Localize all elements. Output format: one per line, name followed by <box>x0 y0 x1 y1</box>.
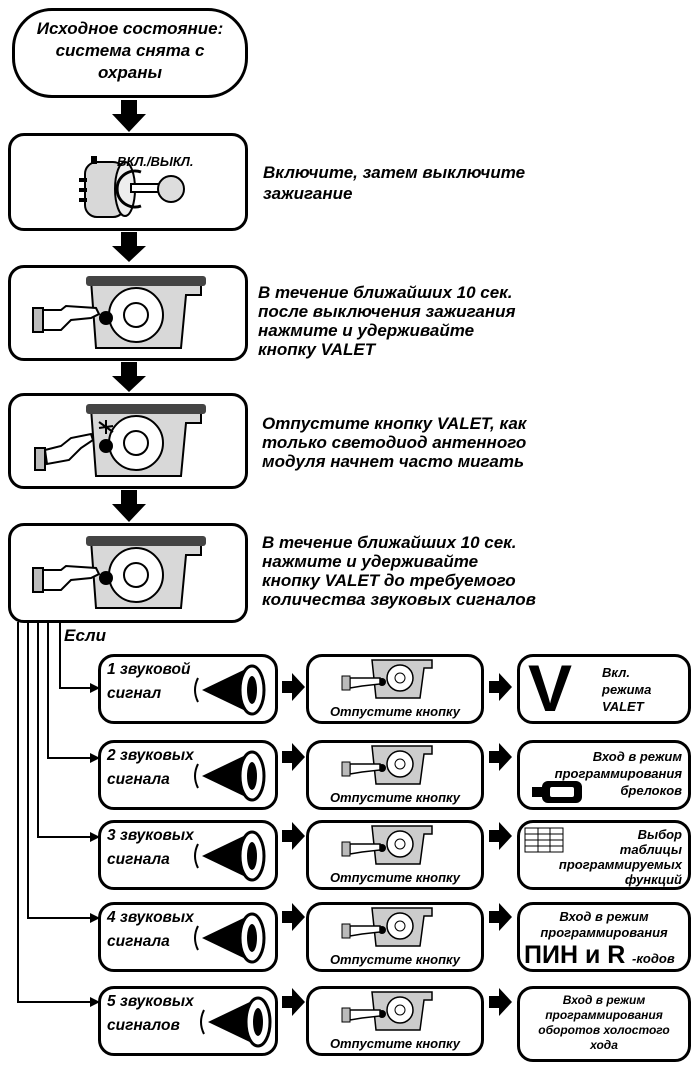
right-arrow <box>282 673 512 1016</box>
step4-text-line-3: кнопку VALET до требуемого <box>262 571 516 590</box>
signal-count-label: 1 звуковой <box>107 661 191 678</box>
result-line: режима <box>602 682 652 697</box>
release-box-4 <box>306 902 484 972</box>
result-box-5: Вход в режим программирования оборотов х… <box>517 986 691 1062</box>
antenna-module-mini-icon <box>341 659 433 699</box>
antenna-module-press-icon <box>32 536 206 609</box>
step2-text-line-3: нажмите и удерживайте <box>258 321 475 340</box>
signal-count-label: 4 звуковых <box>107 909 194 926</box>
result-line: Вкл. <box>602 665 630 680</box>
result-box-1: V Вкл. режима VALET <box>517 651 691 725</box>
step2-text-line-1: В течение ближайших 10 сек. <box>258 283 513 302</box>
result-line: Вход в режим <box>562 993 646 1007</box>
step4-text-line-1: В течение ближайших 10 сек. <box>262 533 517 552</box>
ignition-key-label: ВКЛ./ВЫКЛ. <box>117 154 194 169</box>
signal-word-label: сигнал <box>107 685 162 702</box>
release-button-label: Отпустите кнопку <box>329 704 461 719</box>
signal-word-label: сигналов <box>107 1017 180 1034</box>
if-label: Если <box>64 626 106 645</box>
step3-text-line-2: только светодиод антенного <box>262 433 527 452</box>
result-line: Выбор <box>637 827 682 842</box>
step4-text-line-2: нажмите и удерживайте <box>262 552 479 571</box>
antenna-module-led-blink-icon <box>34 404 206 477</box>
pin-r-big-label: ПИН и R <box>524 941 626 969</box>
ignition-step-box: ВКЛ./ВЫКЛ. <box>8 133 248 231</box>
result-box-4: Вход в режим программирования ПИН и R -к… <box>517 902 691 972</box>
signal-count-label: 5 звуковых <box>107 993 194 1010</box>
release-valet-step-box <box>8 393 248 489</box>
function-table-icon <box>524 827 564 853</box>
signal-count-label: 3 звуковых <box>107 827 194 844</box>
antenna-module-mini-icon <box>341 825 433 865</box>
antenna-module-mini-icon <box>341 745 433 785</box>
horn-icon <box>200 996 272 1048</box>
start-state-line-2: система снята с <box>55 41 205 60</box>
horn-icon <box>194 830 266 882</box>
press-valet-step-box <box>8 265 248 361</box>
start-state-box: Исходное состояние: система снята с охра… <box>12 8 248 98</box>
step1-text-line-1: Включите, затем выключите <box>263 163 526 182</box>
result-line: оборотов холостого <box>538 1023 670 1037</box>
signal-word-label: сигнала <box>107 851 170 868</box>
antenna-module-mini-icon <box>341 991 433 1031</box>
codes-suffix: -кодов <box>632 951 675 966</box>
result-line: VALET <box>602 699 644 714</box>
result-line: программирования <box>540 925 668 940</box>
step3-text-line-3: модуля начнет часто мигать <box>262 452 525 471</box>
antenna-module-press-icon <box>32 276 206 349</box>
result-line: брелоков <box>620 783 682 798</box>
horn-icon <box>194 664 266 716</box>
result-line: таблицы <box>619 842 682 857</box>
step4-text-line-4: количества звуковых сигналов <box>262 590 536 609</box>
start-state-line-3: охраны <box>97 63 163 82</box>
step3-text-line-1: Отпустите кнопку VALET, как <box>262 414 527 433</box>
step2-text-line-4: кнопку VALET <box>258 340 376 359</box>
signal-box-5: 5 звуковых сигналов <box>98 986 278 1056</box>
antenna-module-mini-icon <box>341 907 433 947</box>
result-line: программируемых <box>558 857 682 872</box>
horn-icon <box>194 912 266 964</box>
release-button-label: Отпустите кнопку <box>329 870 461 885</box>
ignition-key-icon <box>79 156 185 218</box>
release-button-label: Отпустите кнопку <box>329 952 461 967</box>
hold-valet-count-step-box <box>8 523 248 623</box>
signal-word-label: сигнала <box>107 933 170 950</box>
result-line: хода <box>590 1038 618 1052</box>
result-box-2: Вход в режим программирования брелоков <box>517 740 691 810</box>
result-line: программирования <box>545 1008 663 1022</box>
horn-icon <box>194 750 266 802</box>
result-line: программирования <box>554 766 682 781</box>
step2-text-line-2: после выключения зажигания <box>258 302 516 321</box>
release-button-label: Отпустите кнопку <box>329 1036 461 1051</box>
down-arrow <box>112 100 146 522</box>
release-button-label: Отпустите кнопку <box>329 790 461 805</box>
step1-text-line-2: зажигание <box>263 184 353 203</box>
result-line: Вход в режим <box>559 909 649 924</box>
result-line: функций <box>624 872 682 887</box>
signal-count-label: 2 звуковых <box>107 747 194 764</box>
result-box-3: Выбор таблицы программируемых функций <box>517 820 691 890</box>
result-line: Вход в режим <box>592 749 682 764</box>
start-state-line-1: Исходное состояние: <box>36 19 224 38</box>
valet-v-symbol: V <box>528 651 573 725</box>
signal-word-label: сигнала <box>107 771 170 788</box>
key-fob-icon <box>532 781 582 803</box>
